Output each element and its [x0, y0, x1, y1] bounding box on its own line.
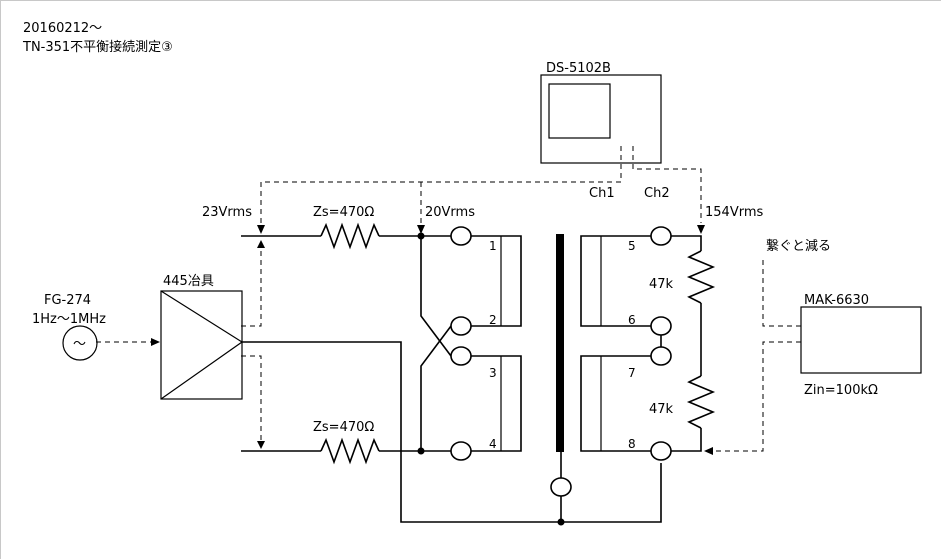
arrowheads	[151, 225, 713, 455]
pin-5-label: 5	[628, 239, 636, 253]
generator-range: 1Hz～1MHz	[32, 312, 106, 327]
primary-voltage: 20Vrms	[425, 205, 475, 220]
pin-4-label: 4	[489, 437, 497, 451]
pin-1-label: 1	[489, 239, 497, 253]
pin-3-label: 3	[489, 366, 497, 380]
primary-winding-upper	[471, 235, 522, 327]
oscilloscope: DS-5102B Ch1 Ch2	[540, 61, 670, 201]
resistor-icon	[686, 375, 716, 429]
secondary-winding-upper	[580, 235, 651, 327]
wire-out-top	[671, 235, 702, 251]
meter-link-top	[762, 256, 801, 327]
wire-out-bottom	[671, 428, 702, 452]
resistor-icon	[320, 437, 380, 465]
resistor-icon	[320, 222, 380, 250]
fixture-box	[160, 290, 243, 400]
fixture-probe-top	[241, 249, 262, 327]
generator-label: FG-274	[44, 293, 91, 308]
primary-terminals: 1 2 3 4	[450, 226, 497, 461]
secondary-winding-lower	[580, 355, 651, 452]
primary-wiring	[241, 222, 662, 526]
meter-label: MAK-6630	[804, 293, 869, 308]
ch2-probe-line	[632, 146, 702, 223]
terminal-4	[450, 441, 472, 461]
pin-8-label: 8	[628, 437, 636, 451]
signal-generator: FG-274 1Hz～1MHz ～	[32, 293, 106, 361]
meter-body	[800, 306, 922, 374]
fixture: 445冶具	[160, 274, 244, 400]
arrow-down-icon	[257, 441, 265, 449]
zs-top-label: Zs=470Ω	[313, 205, 374, 220]
resistor-icon	[686, 250, 716, 304]
arrow-down-icon	[257, 225, 265, 234]
pin-6-label: 6	[628, 313, 636, 327]
terminal-7	[650, 346, 672, 366]
pin-7-label: 7	[628, 366, 636, 380]
header-date: 20160212～	[23, 21, 102, 36]
note-label: 繋ぐと減る	[766, 238, 831, 254]
transformer-core	[556, 234, 564, 452]
oscilloscope-screen	[548, 83, 611, 139]
amplifier-triangle-icon	[160, 290, 244, 400]
wire-cross-b	[420, 325, 452, 451]
header-title: TN-351不平衡接続測定③	[22, 39, 173, 55]
core-terminal	[550, 477, 572, 497]
arrow-up-icon	[257, 240, 265, 248]
zs-bottom-label: Zs=470Ω	[313, 420, 374, 435]
fixture-probe-bottom	[241, 355, 262, 441]
meter-link-bottom	[713, 341, 801, 452]
junction-dot	[417, 447, 425, 455]
pin-2-label: 2	[489, 313, 497, 327]
output-voltage: 154Vrms	[705, 205, 763, 220]
arrow-down-icon	[697, 225, 705, 234]
oscilloscope-label: DS-5102B	[546, 61, 611, 76]
ch1-label: Ch1	[589, 186, 615, 201]
terminal-8	[650, 441, 672, 461]
arrow-right-icon	[151, 338, 160, 346]
r-bottom-label: 47k	[649, 402, 674, 417]
probe-lines	[96, 146, 801, 452]
meter-impedance: Zin=100kΩ	[804, 383, 878, 398]
wire-ground	[242, 341, 662, 523]
junction-dot	[417, 232, 425, 240]
terminal-1	[450, 226, 472, 246]
fixture-label: 445冶具	[163, 274, 214, 289]
ch1-probe-line-input	[260, 146, 622, 223]
arrow-down-icon	[417, 225, 425, 234]
level-meter: MAK-6630 Zin=100kΩ	[800, 293, 922, 398]
arrow-left-icon	[704, 447, 713, 455]
terminal-2	[450, 316, 472, 336]
ch2-label: Ch2	[644, 186, 670, 201]
primary-winding-lower	[471, 355, 522, 452]
ac-symbol: ～	[73, 337, 86, 352]
input-voltage: 23Vrms	[202, 205, 252, 220]
terminal-6	[650, 316, 672, 336]
transformer	[471, 234, 651, 522]
wire-cross-a	[420, 236, 452, 357]
oscilloscope-body	[540, 74, 662, 164]
terminal-3	[450, 346, 472, 366]
ac-source-icon	[62, 325, 98, 361]
r-top-label: 47k	[649, 277, 674, 292]
secondary-side: 5 6 7 8 47k 47k 繋ぐと減る	[628, 226, 831, 461]
terminal-5	[650, 226, 672, 246]
